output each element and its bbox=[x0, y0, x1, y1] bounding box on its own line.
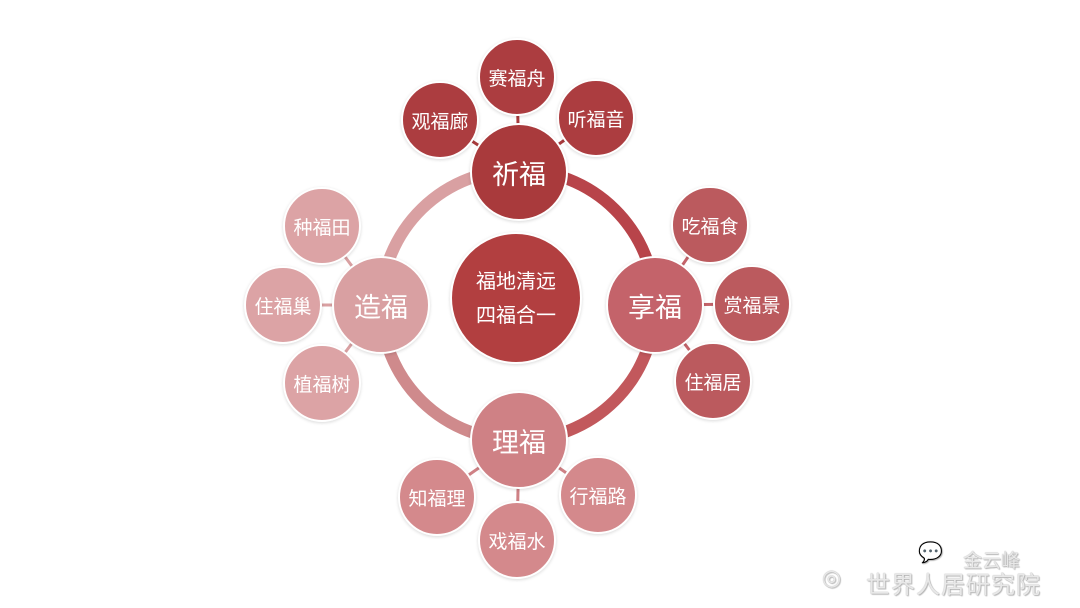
sat-node: 戏福水 bbox=[478, 501, 556, 579]
sat-node: 吃福食 bbox=[671, 186, 749, 264]
main-node-lifu: 理福 bbox=[470, 391, 568, 489]
watermark-weibo-icon: ◎ bbox=[822, 566, 842, 591]
center-line1: 福地清远 bbox=[476, 269, 556, 293]
watermark-author: 金云峰 bbox=[963, 550, 1021, 572]
sat-node: 行福路 bbox=[559, 456, 637, 534]
sat-node: 知福理 bbox=[398, 458, 476, 536]
sat-node: 住福居 bbox=[674, 342, 752, 420]
sat-node: 听福音 bbox=[557, 79, 635, 157]
watermark-org: 世界人居研究院 bbox=[866, 571, 1041, 599]
sat-node: 种福田 bbox=[283, 187, 361, 265]
center-node: 福地清远 四福合一 bbox=[450, 232, 582, 364]
sat-node: 住福巢 bbox=[244, 266, 322, 344]
main-node-zaofu: 造福 bbox=[332, 256, 430, 354]
sat-node: 赛福舟 bbox=[478, 38, 556, 116]
sat-node: 赏福景 bbox=[713, 265, 791, 343]
main-node-xiangfu: 享福 bbox=[606, 256, 704, 354]
center-line2: 四福合一 bbox=[476, 303, 556, 327]
watermark-wechat-icon: 💬 bbox=[918, 540, 943, 564]
sat-node: 植福树 bbox=[283, 344, 361, 422]
main-node-qifu: 祈福 bbox=[470, 123, 568, 221]
sat-node: 观福廊 bbox=[401, 81, 479, 159]
